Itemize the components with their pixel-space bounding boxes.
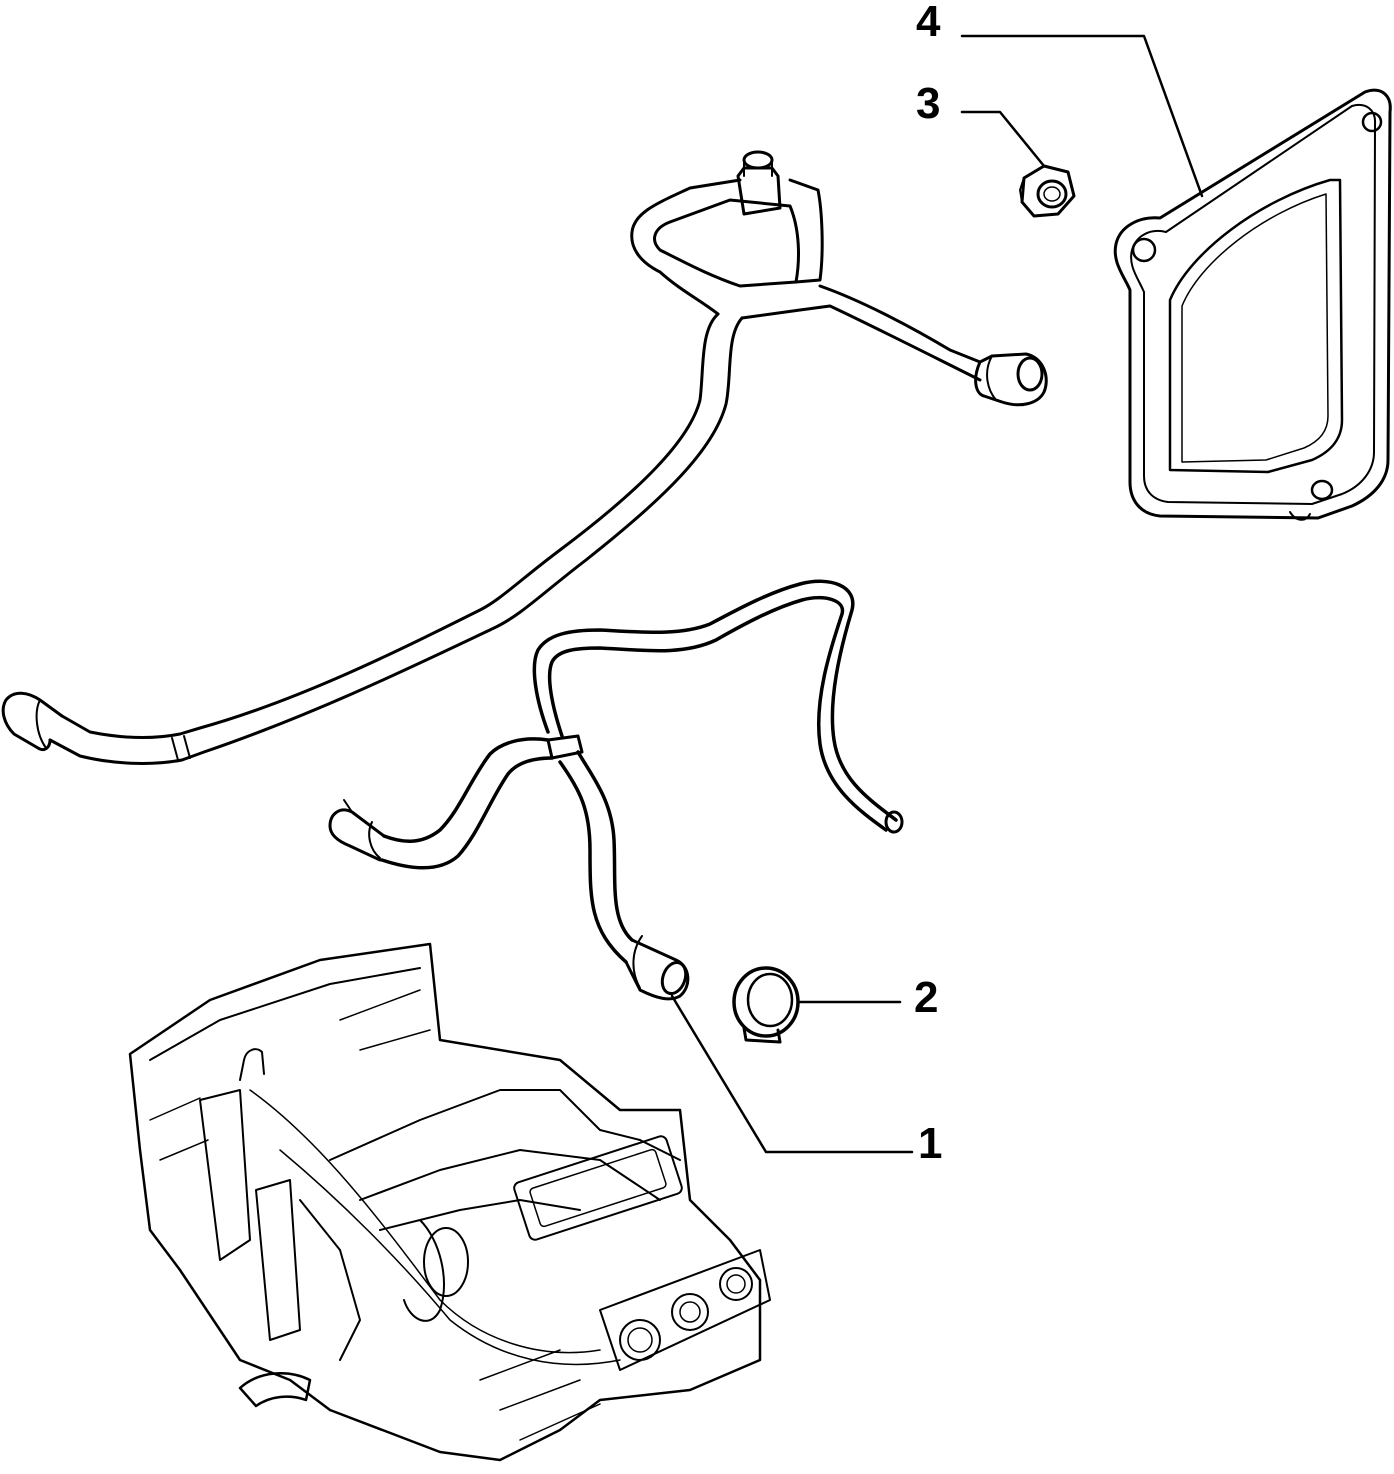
hose-part[interactable] [328,579,904,1001]
callout-4: 4 [916,0,941,46]
hvac-unit [128,942,771,1462]
leader-1 [670,994,914,1154]
callout-1: 1 [918,1119,942,1168]
leader-4 [960,34,1204,198]
nut-part[interactable] [1019,164,1076,218]
callout-3: 3 [916,79,940,128]
clamp-part[interactable] [732,966,800,1044]
callout-2: 2 [914,973,938,1022]
upper-pipe-assembly[interactable] [1,150,1048,765]
leader-lines [670,34,1204,1154]
gasket-part[interactable] [1113,88,1392,521]
leader-3 [960,110,1046,168]
